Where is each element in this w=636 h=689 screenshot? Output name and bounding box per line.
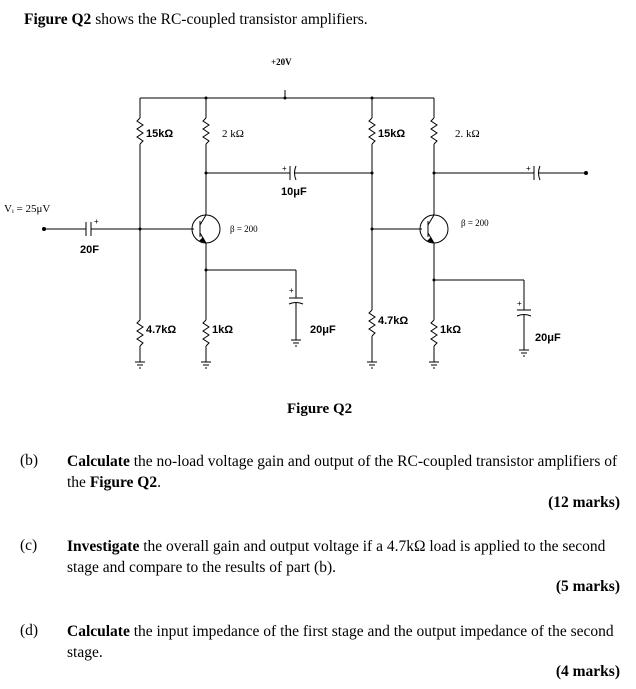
question-d-letter: (d) xyxy=(20,622,39,639)
question-b-body: the no-load voltage gain and output of t… xyxy=(67,453,618,491)
resistor-r2 xyxy=(136,319,144,347)
question-c-letter: (c) xyxy=(20,537,38,554)
figure-caption: Figure Q2 xyxy=(287,401,353,417)
transistor-q2 xyxy=(419,214,449,244)
question-d-marks: (4 marks) xyxy=(555,663,620,680)
beta1-label: β = 200 xyxy=(230,224,258,234)
question-b-marks: (12 marks) xyxy=(548,494,620,511)
r3-label: 15kΩ xyxy=(378,128,405,140)
ground-symbols xyxy=(135,339,529,369)
r2-label: 4.7kΩ xyxy=(146,324,176,336)
r1-label: 15kΩ xyxy=(146,128,173,140)
ce1-label: 20μF xyxy=(310,324,336,336)
re1-label: 1kΩ xyxy=(212,324,233,336)
question-d-keyword: Calculate xyxy=(67,623,130,640)
r4-label: 4.7kΩ xyxy=(378,315,408,327)
question-c-text: Investigate the overall gain and output … xyxy=(67,536,623,578)
resistor-r1 xyxy=(136,117,144,145)
ce2-label: 20μF xyxy=(535,332,561,344)
rc1-label: 2 kΩ xyxy=(222,128,244,140)
vi-label: Vᵢ = 25μV xyxy=(4,203,50,215)
question-d-text: Calculate the input impedance of the fir… xyxy=(67,621,623,663)
question-b-tail: . xyxy=(157,474,161,491)
circuit-diagram: + + + + + +20V Vᵢ = 25μV 20F 15kΩ 2 kΩ β… xyxy=(4,57,588,369)
question-d-body: the input impedance of the first stage a… xyxy=(67,623,614,661)
resistor-rc2 xyxy=(430,117,438,145)
svg-text:+: + xyxy=(289,286,294,295)
question-b-ref: Figure Q2 xyxy=(89,474,158,491)
question-c-marks: (5 marks) xyxy=(555,578,620,595)
question-b-keyword: Calculate xyxy=(67,453,130,470)
cin-label: 20F xyxy=(80,244,99,256)
ccouple-label: 10μF xyxy=(281,186,307,198)
svg-text:+: + xyxy=(282,164,287,173)
beta2-label: β = 200 xyxy=(461,218,489,228)
resistor-re1 xyxy=(202,319,210,347)
resistor-re2 xyxy=(430,319,438,347)
intro-line: Figure Q2 shows the RC-coupled transisto… xyxy=(24,11,368,29)
resistor-r3 xyxy=(368,117,376,145)
question-c-body: the overall gain and output voltage if a… xyxy=(67,538,606,576)
vcc-label: +20V xyxy=(271,57,292,67)
question-b-letter: (b) xyxy=(20,452,39,469)
re2-label: 1kΩ xyxy=(440,324,461,336)
transistor-q1 xyxy=(191,214,221,244)
resistor-r4 xyxy=(368,309,376,337)
svg-text:+: + xyxy=(526,164,531,173)
svg-text:+: + xyxy=(517,299,522,308)
rc2-label: 2. kΩ xyxy=(455,128,480,140)
question-c-keyword: Investigate xyxy=(67,538,140,555)
question-b-text: Calculate the no-load voltage gain and o… xyxy=(67,451,623,493)
intro-figure-ref: Figure Q2 xyxy=(24,11,92,28)
svg-text:+: + xyxy=(94,217,99,226)
intro-text: shows the RC-coupled transistor amplifie… xyxy=(91,11,368,28)
resistor-rc1 xyxy=(202,117,210,145)
